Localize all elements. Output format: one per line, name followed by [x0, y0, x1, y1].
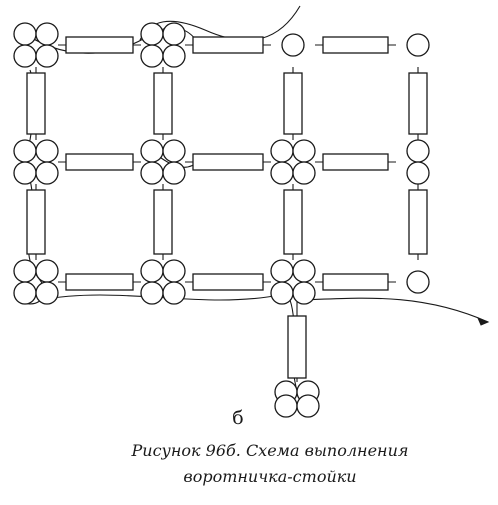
- horizontal-bugle-bead: [322, 153, 389, 171]
- horizontal-bugle-bead: [322, 36, 389, 54]
- round-bead: [13, 44, 37, 68]
- round-bead: [13, 22, 37, 46]
- round-bead: [140, 259, 164, 283]
- figure-caption: Рисунок 96б. Схема выполнения воротничка…: [100, 438, 440, 490]
- round-bead: [406, 161, 430, 185]
- vertical-bugle-bead: [408, 189, 428, 255]
- round-bead: [274, 394, 298, 418]
- round-bead: [162, 281, 186, 305]
- round-bead: [13, 281, 37, 305]
- round-bead: [406, 33, 430, 57]
- round-bead: [281, 33, 305, 57]
- vertical-bugle-bead: [26, 72, 46, 135]
- round-bead: [140, 44, 164, 68]
- vertical-bugle-bead: [283, 72, 303, 135]
- horizontal-bugle-bead: [192, 153, 264, 171]
- round-bead: [292, 281, 316, 305]
- round-bead: [270, 161, 294, 185]
- vertical-bugle-bead: [153, 72, 173, 135]
- round-bead: [270, 281, 294, 305]
- round-bead: [140, 281, 164, 305]
- round-bead: [162, 161, 186, 185]
- beading-scheme: [13, 5, 490, 418]
- horizontal-bugle-bead: [65, 36, 134, 54]
- tail-bugle-bead: [287, 315, 307, 379]
- vertical-bugle-bead: [26, 189, 46, 255]
- thread-arrowhead-icon: [477, 317, 490, 326]
- round-bead: [35, 44, 59, 68]
- round-bead: [162, 22, 186, 46]
- caption-line-2: воротничка-стойки: [183, 467, 357, 486]
- round-bead: [270, 259, 294, 283]
- horizontal-bugle-bead: [322, 273, 389, 291]
- round-bead: [406, 270, 430, 294]
- round-bead: [162, 139, 186, 163]
- horizontal-bugle-bead: [192, 273, 264, 291]
- round-bead: [13, 161, 37, 185]
- horizontal-bugle-bead: [192, 36, 264, 54]
- vertical-bugle-bead: [408, 72, 428, 135]
- vertical-bugle-bead: [283, 189, 303, 255]
- round-bead: [140, 161, 164, 185]
- round-bead: [13, 139, 37, 163]
- round-bead: [162, 44, 186, 68]
- round-bead: [406, 139, 430, 163]
- round-bead: [35, 22, 59, 46]
- bugle-bead-group: [26, 36, 428, 379]
- round-bead: [140, 22, 164, 46]
- round-bead: [35, 161, 59, 185]
- caption-line-1: Рисунок 96б. Схема выполнения: [131, 441, 409, 460]
- horizontal-bugle-bead: [65, 273, 134, 291]
- round-bead: [140, 139, 164, 163]
- round-bead: [35, 139, 59, 163]
- round-bead: [292, 161, 316, 185]
- round-bead: [270, 139, 294, 163]
- vertical-bugle-bead: [153, 189, 173, 255]
- horizontal-bugle-bead: [65, 153, 134, 171]
- round-bead: [162, 259, 186, 283]
- round-bead: [35, 259, 59, 283]
- round-bead-group: [13, 22, 430, 418]
- round-bead: [35, 281, 59, 305]
- panel-letter: б: [232, 407, 244, 429]
- round-bead: [296, 394, 320, 418]
- round-bead: [13, 259, 37, 283]
- round-bead: [292, 139, 316, 163]
- thread-curve: [299, 297, 489, 323]
- round-bead: [292, 259, 316, 283]
